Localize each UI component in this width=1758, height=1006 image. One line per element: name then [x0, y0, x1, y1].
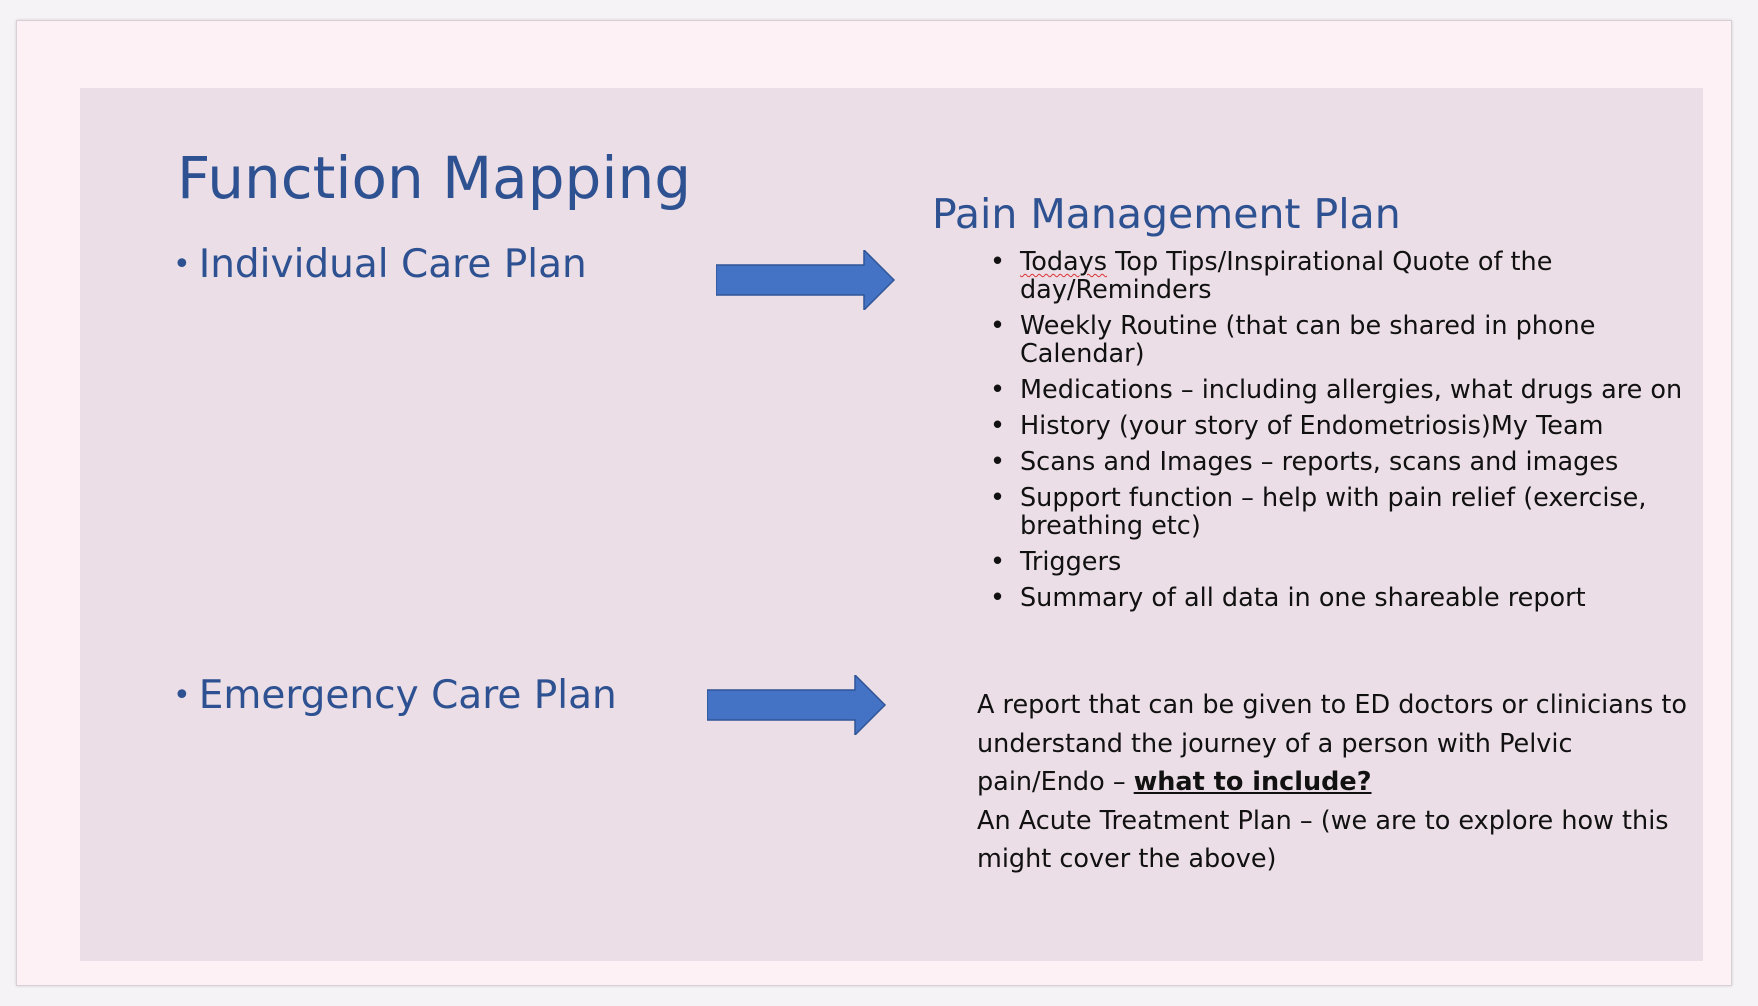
list-item-text: Top Tips/Inspirational Quote of the day/…	[1020, 247, 1553, 305]
left-item-label: Individual Care Plan	[198, 242, 587, 287]
slide-frame: Function Mapping • Individual Care Plan …	[16, 20, 1732, 986]
emergency-paragraph: A report that can be given to ED doctors…	[977, 686, 1697, 802]
list-item: Triggers	[990, 548, 1690, 576]
list-item: Weekly Routine (that can be shared in ph…	[990, 312, 1690, 368]
left-item-individual-care-plan: • Individual Care Plan	[173, 242, 587, 287]
left-item-label: Emergency Care Plan	[198, 673, 617, 718]
pain-management-heading: Pain Management Plan	[932, 190, 1401, 238]
arrow-right-icon	[707, 675, 887, 735]
bullet-icon: •	[173, 678, 191, 713]
emergency-paragraph-text: A report that can be given to ED doctors…	[977, 690, 1687, 797]
misspelled-word: Todays	[1020, 247, 1108, 277]
slide-title: Function Mapping	[177, 144, 692, 212]
emergency-description: A report that can be given to ED doctors…	[977, 686, 1697, 879]
slide-content: Function Mapping • Individual Care Plan …	[80, 88, 1703, 961]
list-item: Scans and Images – reports, scans and im…	[990, 448, 1690, 476]
left-item-emergency-care-plan: • Emergency Care Plan	[173, 673, 617, 718]
list-item: Support function – help with pain relief…	[990, 484, 1690, 540]
list-item: Todays Top Tips/Inspirational Quote of t…	[990, 248, 1690, 304]
emphasis-question: what to include?	[1133, 767, 1372, 797]
list-item: Summary of all data in one shareable rep…	[990, 584, 1690, 612]
list-item: Medications – including allergies, what …	[990, 376, 1690, 404]
acute-treatment-paragraph: An Acute Treatment Plan – (we are to exp…	[977, 805, 1669, 875]
pain-management-list: Todays Top Tips/Inspirational Quote of t…	[990, 248, 1690, 620]
arrow-right-icon	[716, 250, 896, 310]
list-item: History (your story of Endometriosis)My …	[990, 412, 1690, 440]
bullet-icon: •	[173, 247, 191, 282]
